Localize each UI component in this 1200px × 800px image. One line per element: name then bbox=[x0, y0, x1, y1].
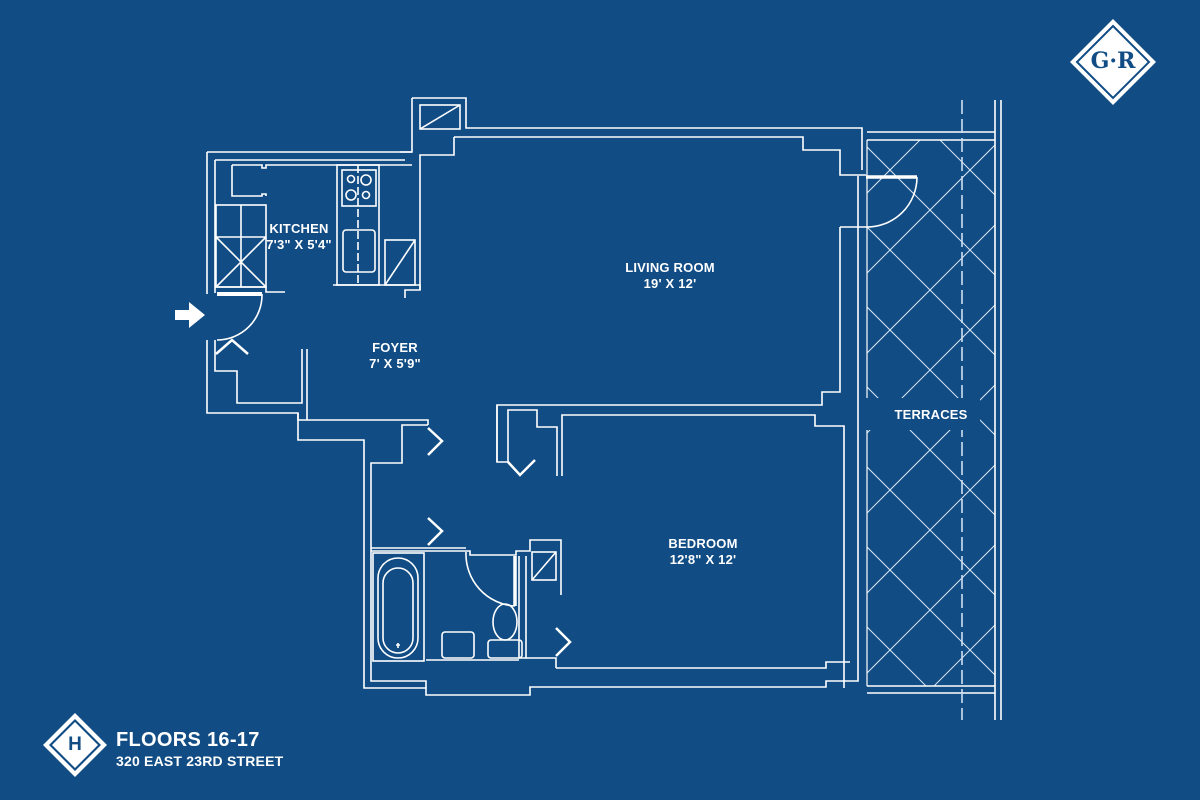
building-info: FLOORS 16-17 320 EAST 23RD STREET bbox=[116, 728, 283, 770]
room-name: BEDROOM bbox=[668, 536, 738, 551]
room-dims: 12'8" X 12' bbox=[669, 552, 737, 567]
room-label-foyer: FOYER 7' X 5'9" bbox=[369, 340, 421, 372]
room-name: KITCHEN bbox=[269, 221, 329, 236]
room-name: LIVING ROOM bbox=[625, 260, 715, 275]
terrace-area bbox=[860, 100, 1002, 720]
room-label-living-room: LIVING ROOM 19' X 12' bbox=[625, 260, 715, 292]
logo-text: H bbox=[68, 734, 82, 755]
room-dims: 7' X 5'9" bbox=[369, 356, 421, 371]
room-name: FOYER bbox=[372, 340, 418, 355]
h-logo: H bbox=[42, 712, 108, 778]
gr-logo: G·R bbox=[1068, 17, 1158, 107]
diamond-logo-icon bbox=[43, 713, 107, 777]
room-dims: 19' X 12' bbox=[643, 276, 697, 291]
logo-text: G·R bbox=[1090, 48, 1136, 74]
room-label-kitchen: KITCHEN 7'3" X 5'4" bbox=[266, 221, 332, 253]
room-dims: 7'3" X 5'4" bbox=[266, 237, 332, 252]
entry-arrow-icon bbox=[175, 302, 205, 328]
terrace-label: TERRACES bbox=[894, 407, 968, 422]
walls bbox=[206, 97, 918, 696]
room-label-bedroom: BEDROOM 12'8" X 12' bbox=[668, 536, 737, 568]
diamond-logo-icon bbox=[1070, 19, 1156, 105]
floors-heading: FLOORS 16-17 bbox=[116, 729, 260, 751]
address: 320 EAST 23RD STREET bbox=[116, 753, 284, 769]
